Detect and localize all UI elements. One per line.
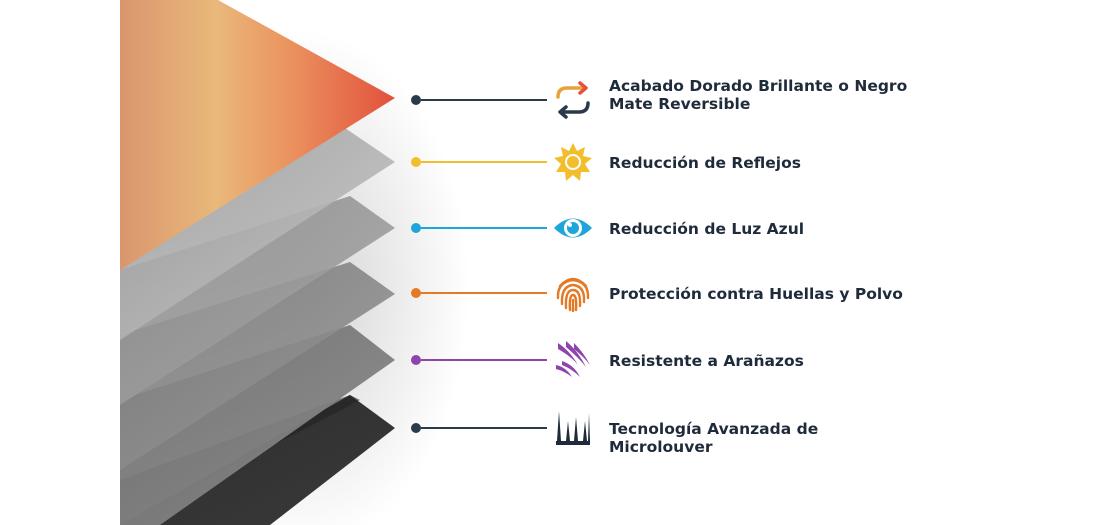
connector-line [421,292,547,294]
layer-gold-finish [120,0,395,270]
feature-row: Acabado Dorado Brillante o Negro Mate Re… [0,70,1106,130]
feature-label: Tecnología Avanzada de Microlouver [609,420,819,456]
scratch-icon [552,339,594,381]
feature-row: Protección contra Huellas y Polvo [0,263,1106,323]
connector-line [421,427,547,429]
connector-dot [411,223,421,233]
sun-icon [552,141,594,183]
feature-row: Reducción de Reflejos [0,132,1106,192]
feature-label: Acabado Dorado Brillante o Negro Mate Re… [609,77,908,113]
feature-label: Protección contra Huellas y Polvo [609,285,903,303]
feature-row: Tecnología Avanzada de Microlouver [0,398,1106,458]
connector-dot [411,288,421,298]
connector-dot [411,355,421,365]
connector-dot [411,423,421,433]
connector-line [421,359,547,361]
feature-row: Resistente a Arañazos [0,330,1106,390]
feature-row: Reducción de Luz Azul [0,198,1106,258]
layer-antiglare [120,128,395,340]
reversible-arrows-icon [552,79,594,121]
fingerprint-icon [552,272,594,314]
connector-dot [411,157,421,167]
feature-label: Reducción de Reflejos [609,154,801,172]
connector-line [421,161,547,163]
feature-label: Resistente a Arañazos [609,352,804,370]
connector-line [421,99,547,101]
connector-dot [411,95,421,105]
connector-line [421,227,547,229]
feature-label: Reducción de Luz Azul [609,220,805,238]
microlouver-icon [552,407,594,449]
eye-icon [552,207,594,249]
layer-scratch [120,325,395,525]
